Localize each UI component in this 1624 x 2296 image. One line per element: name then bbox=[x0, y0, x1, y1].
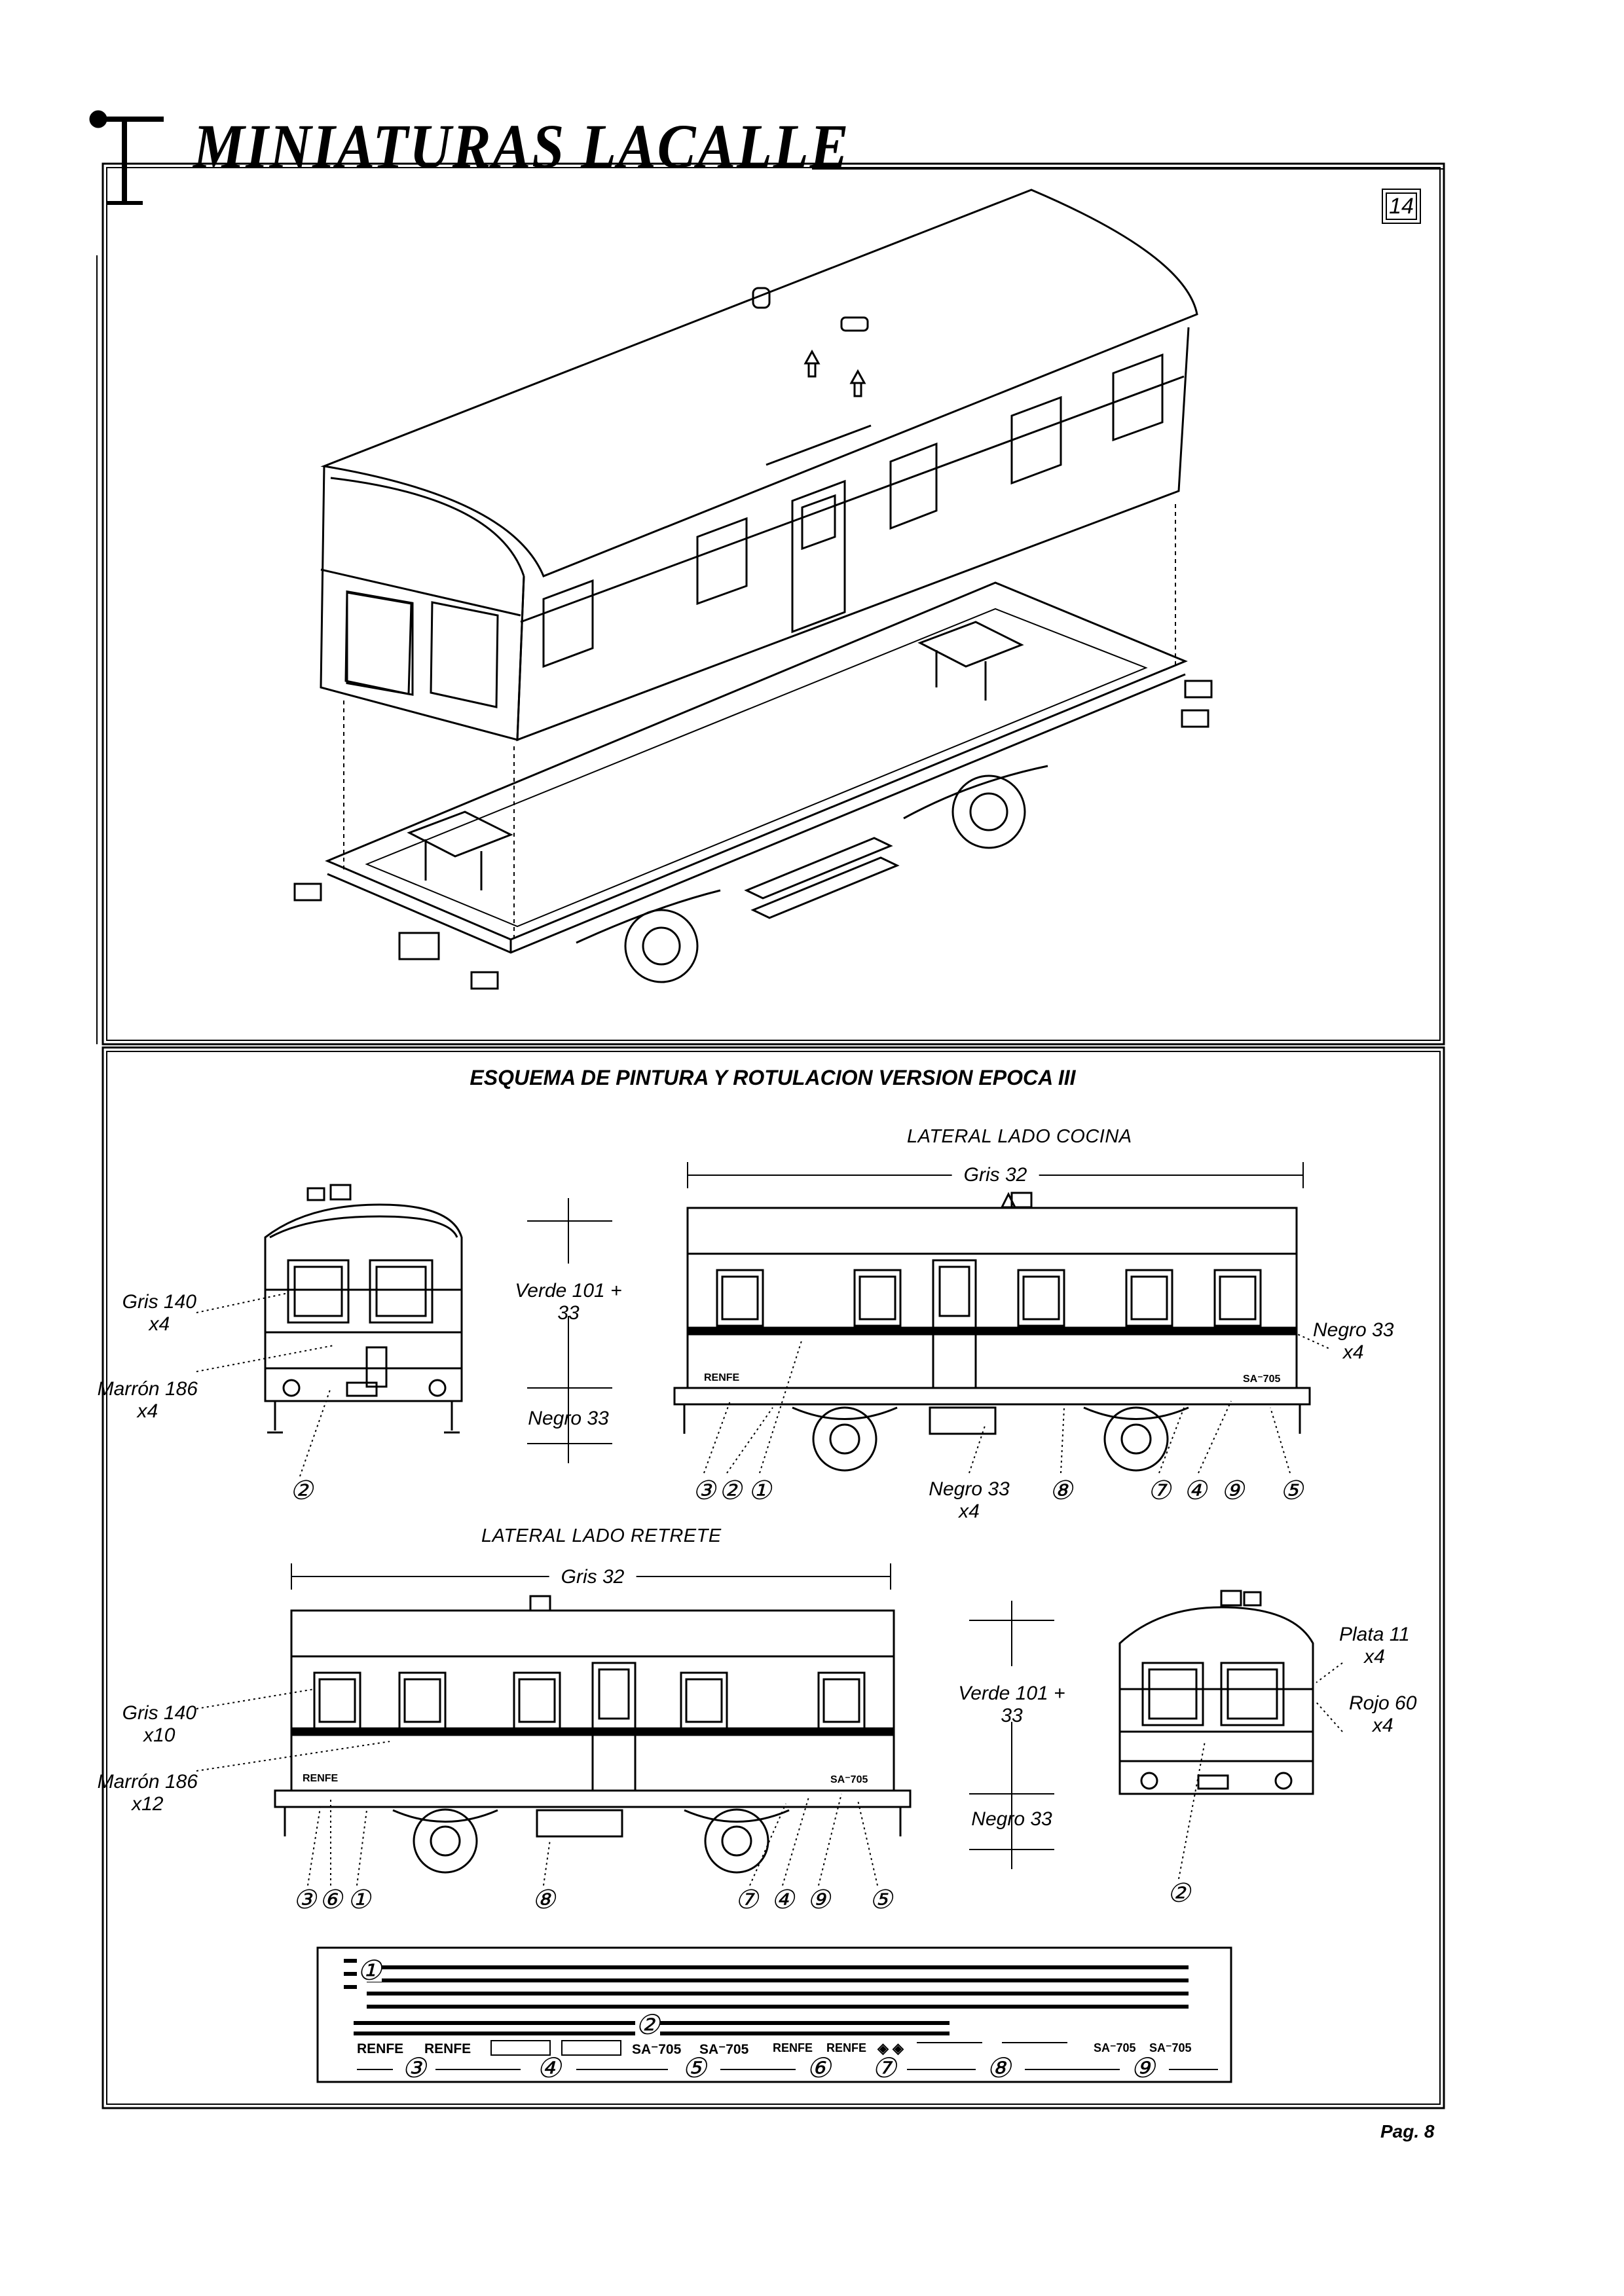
isometric-car-body bbox=[320, 189, 1198, 742]
label-verde-top: Verde 101 + 33 bbox=[515, 1280, 622, 1324]
marking-number-toilet: SA⁻705 bbox=[830, 1774, 868, 1785]
label-side-kitchen: LATERAL LADO COCINA bbox=[907, 1126, 1132, 1147]
label-gris140-x10: Gris 140 x10 bbox=[122, 1702, 196, 1746]
callout-toilet-1: ① bbox=[347, 1886, 371, 1914]
side-view-kitchen bbox=[673, 1192, 1311, 1472]
label-plata11: Plata 11 x4 bbox=[1339, 1624, 1410, 1667]
label-gris32-bottom: Gris 32 bbox=[549, 1566, 637, 1588]
label-negro33-x4-bogie: Negro 33 x4 bbox=[929, 1478, 1010, 1522]
label-rojo60: Rojo 60 x4 bbox=[1349, 1692, 1417, 1736]
marking-renfe-toilet: RENFE bbox=[303, 1773, 339, 1784]
label-verde-bottom: Verde 101 + 33 bbox=[958, 1683, 1065, 1726]
decal-number-4: SA⁻705 bbox=[1149, 2041, 1192, 2054]
decal-number-8-label: ⑧ bbox=[986, 2052, 1011, 2083]
end-view-front bbox=[264, 1184, 463, 1434]
callout-kitchen-2: ② bbox=[718, 1476, 742, 1505]
marking-number-kitchen: SA⁻705 bbox=[1243, 1374, 1281, 1385]
decal-renfe-1: RENFE bbox=[357, 2041, 404, 2056]
callout-kitchen-9: ⑨ bbox=[1221, 1476, 1244, 1505]
decal-strip-2-label: ② bbox=[635, 2009, 660, 2040]
decal-number-2: SA⁻705 bbox=[699, 2042, 749, 2057]
label-gris32-top: Gris 32 bbox=[951, 1164, 1039, 1186]
decal-renfe-3: RENFE bbox=[773, 2041, 813, 2054]
decal-renfe-2: RENFE bbox=[424, 2041, 471, 2056]
decal-number-7-label: ⑦ bbox=[872, 2052, 896, 2083]
decal-number-3: SA⁻705 bbox=[1094, 2041, 1136, 2054]
callout-kitchen-5: ⑤ bbox=[1280, 1476, 1303, 1505]
callout-rear-end: ② bbox=[1167, 1879, 1190, 1908]
decal-number-5-label: ⑤ bbox=[682, 2052, 707, 2083]
decal-sheet-frame bbox=[316, 1946, 1232, 2083]
callout-toilet-4: ④ bbox=[771, 1886, 794, 1914]
isometric-underframe bbox=[293, 581, 1213, 990]
logo-track-icon bbox=[89, 110, 164, 205]
label-negro33-x4-right: Negro 33 x4 bbox=[1313, 1319, 1394, 1363]
callout-front-end: ② bbox=[289, 1476, 313, 1505]
decal-number-1: SA⁻705 bbox=[632, 2042, 682, 2057]
callout-toilet-3: ③ bbox=[293, 1886, 316, 1914]
callout-kitchen-7: ⑦ bbox=[1147, 1476, 1171, 1505]
end-view-rear bbox=[1118, 1590, 1314, 1795]
decal-number-3-label: ③ bbox=[401, 2052, 426, 2083]
decal-renfe-4: RENFE bbox=[826, 2041, 867, 2054]
brand-title: MINIATURAS LACALLE bbox=[193, 111, 850, 181]
label-gris140-x4: Gris 140 x4 bbox=[122, 1291, 196, 1335]
decal-number-9-label: ⑨ bbox=[1130, 2052, 1155, 2083]
callout-kitchen-3: ③ bbox=[692, 1476, 716, 1505]
callout-kitchen-8: ⑧ bbox=[1049, 1476, 1073, 1505]
decal-stripes bbox=[344, 1959, 1189, 2035]
top-frame bbox=[101, 162, 1445, 1046]
callout-toilet-7: ⑦ bbox=[735, 1886, 758, 1914]
label-marron186-x4: Marrón 186 x4 bbox=[97, 1378, 198, 1422]
section-title: ESQUEMA DE PINTURA Y ROTULACION VERSION … bbox=[470, 1066, 1076, 1089]
marking-renfe-kitchen: RENFE bbox=[704, 1372, 740, 1383]
label-negro33-legend-bottom: Negro 33 bbox=[971, 1808, 1052, 1830]
decal-number-4-label: ④ bbox=[536, 2052, 561, 2083]
page-number: Pag. 8 bbox=[1380, 2121, 1435, 2141]
side-view-toilet bbox=[274, 1595, 912, 1874]
callout-kitchen-4: ④ bbox=[1183, 1476, 1207, 1505]
label-marron186-x12: Marrón 186 x12 bbox=[97, 1771, 198, 1815]
callout-toilet-9: ⑨ bbox=[807, 1886, 830, 1914]
callout-toilet-6: ⑥ bbox=[319, 1886, 342, 1914]
label-side-toilet: LATERAL LADO RETRETE bbox=[481, 1525, 722, 1546]
callout-toilet-8: ⑧ bbox=[532, 1886, 555, 1914]
decal-strip-1-label: ① bbox=[357, 1955, 382, 1986]
callout-kitchen-1: ① bbox=[748, 1476, 771, 1505]
page-badge: 14 bbox=[1382, 189, 1421, 224]
callout-toilet-5: ⑤ bbox=[869, 1886, 893, 1914]
label-negro33-legend-top: Negro 33 bbox=[528, 1408, 609, 1429]
bottom-frame bbox=[101, 1046, 1445, 2109]
decal-number-6-label: ⑥ bbox=[806, 2052, 831, 2083]
decal-diamond-icon: ◈ ◈ bbox=[877, 2040, 904, 2056]
